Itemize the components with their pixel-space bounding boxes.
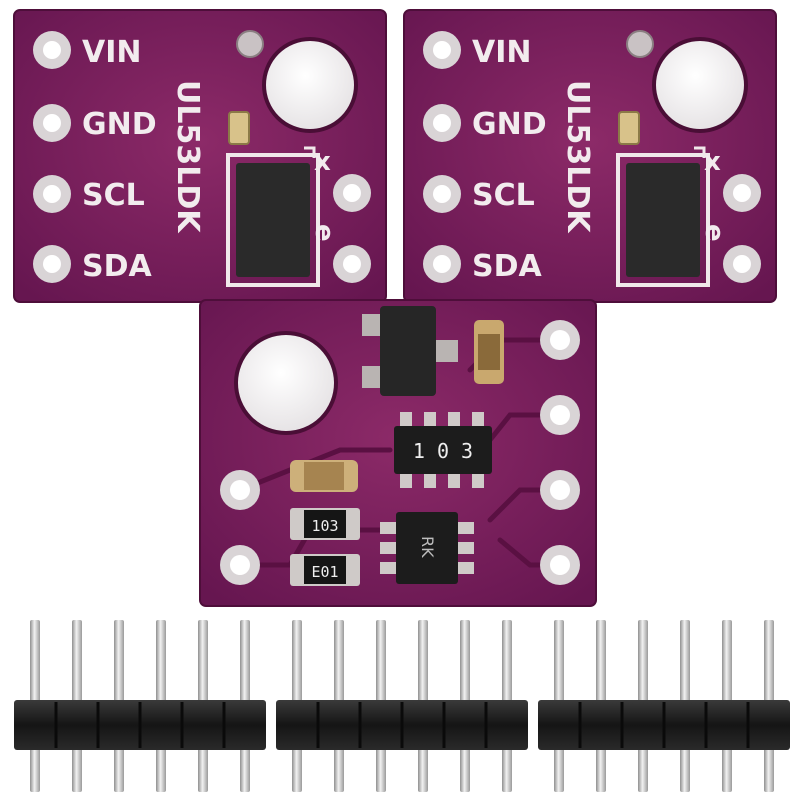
model-label: UL53LDK [560,80,595,234]
pin-label-vin: VIN [82,35,142,70]
pin-label-vin: VIN [472,35,532,70]
resistor-2-code: E01 [311,563,338,581]
pin-label-scl: SCL [472,178,535,213]
regulator-chip [362,306,458,396]
pin-pads-2 [423,31,761,283]
via-2 [626,30,654,58]
pin-label-sda: SDA [82,249,153,284]
via-1 [236,30,264,58]
capacitor-1 [228,111,250,145]
sensor-chip-1 [236,163,310,277]
axis-label-x: x [314,147,331,177]
mount-hole-back [234,331,338,435]
mount-hole-1 [262,37,358,133]
transistor-chip [380,512,474,584]
pin-label-gnd: GND [82,107,157,142]
resistor-array-code: 1 0 3 [413,439,473,463]
axis-label-y: e [309,224,339,242]
pin-headers [14,620,790,792]
pin1-marker-1 [304,146,316,158]
resistor-1-code: 103 [311,517,338,535]
capacitor-2 [618,111,640,145]
header-strip-1 [14,620,266,792]
pin-pads-back [220,320,580,585]
header-strip-2 [276,620,528,792]
pin-label-scl: SCL [82,178,145,213]
resistor-1 [290,508,360,540]
sensor-board-back: 1 0 3 103 E01 RK [199,299,597,607]
pin-label-gnd: GND [472,107,547,142]
header-strip-3 [538,620,790,792]
sensor-board-1: VIN GND SCL SDA UL53LDK x e [13,9,387,303]
pin-pads-1 [33,31,371,283]
resistor-array [394,412,492,488]
pin-label-sda: SDA [472,249,543,284]
axis-label-x: x [704,147,721,177]
mount-hole-2 [652,37,748,133]
model-label: UL53LDK [170,80,205,234]
sensor-frame-1 [226,153,320,287]
axis-label-y: e [699,224,729,242]
capacitor-back-1 [474,320,504,384]
sensor-chip-2 [626,163,700,277]
sensor-frame-2 [616,153,710,287]
sensor-board-2: VIN GND SCL SDA UL53LDK x e [403,9,777,303]
resistor-2 [290,554,360,586]
chip-marking: RK [418,536,437,558]
pin1-marker-2 [694,146,706,158]
capacitor-back-2 [290,460,358,492]
